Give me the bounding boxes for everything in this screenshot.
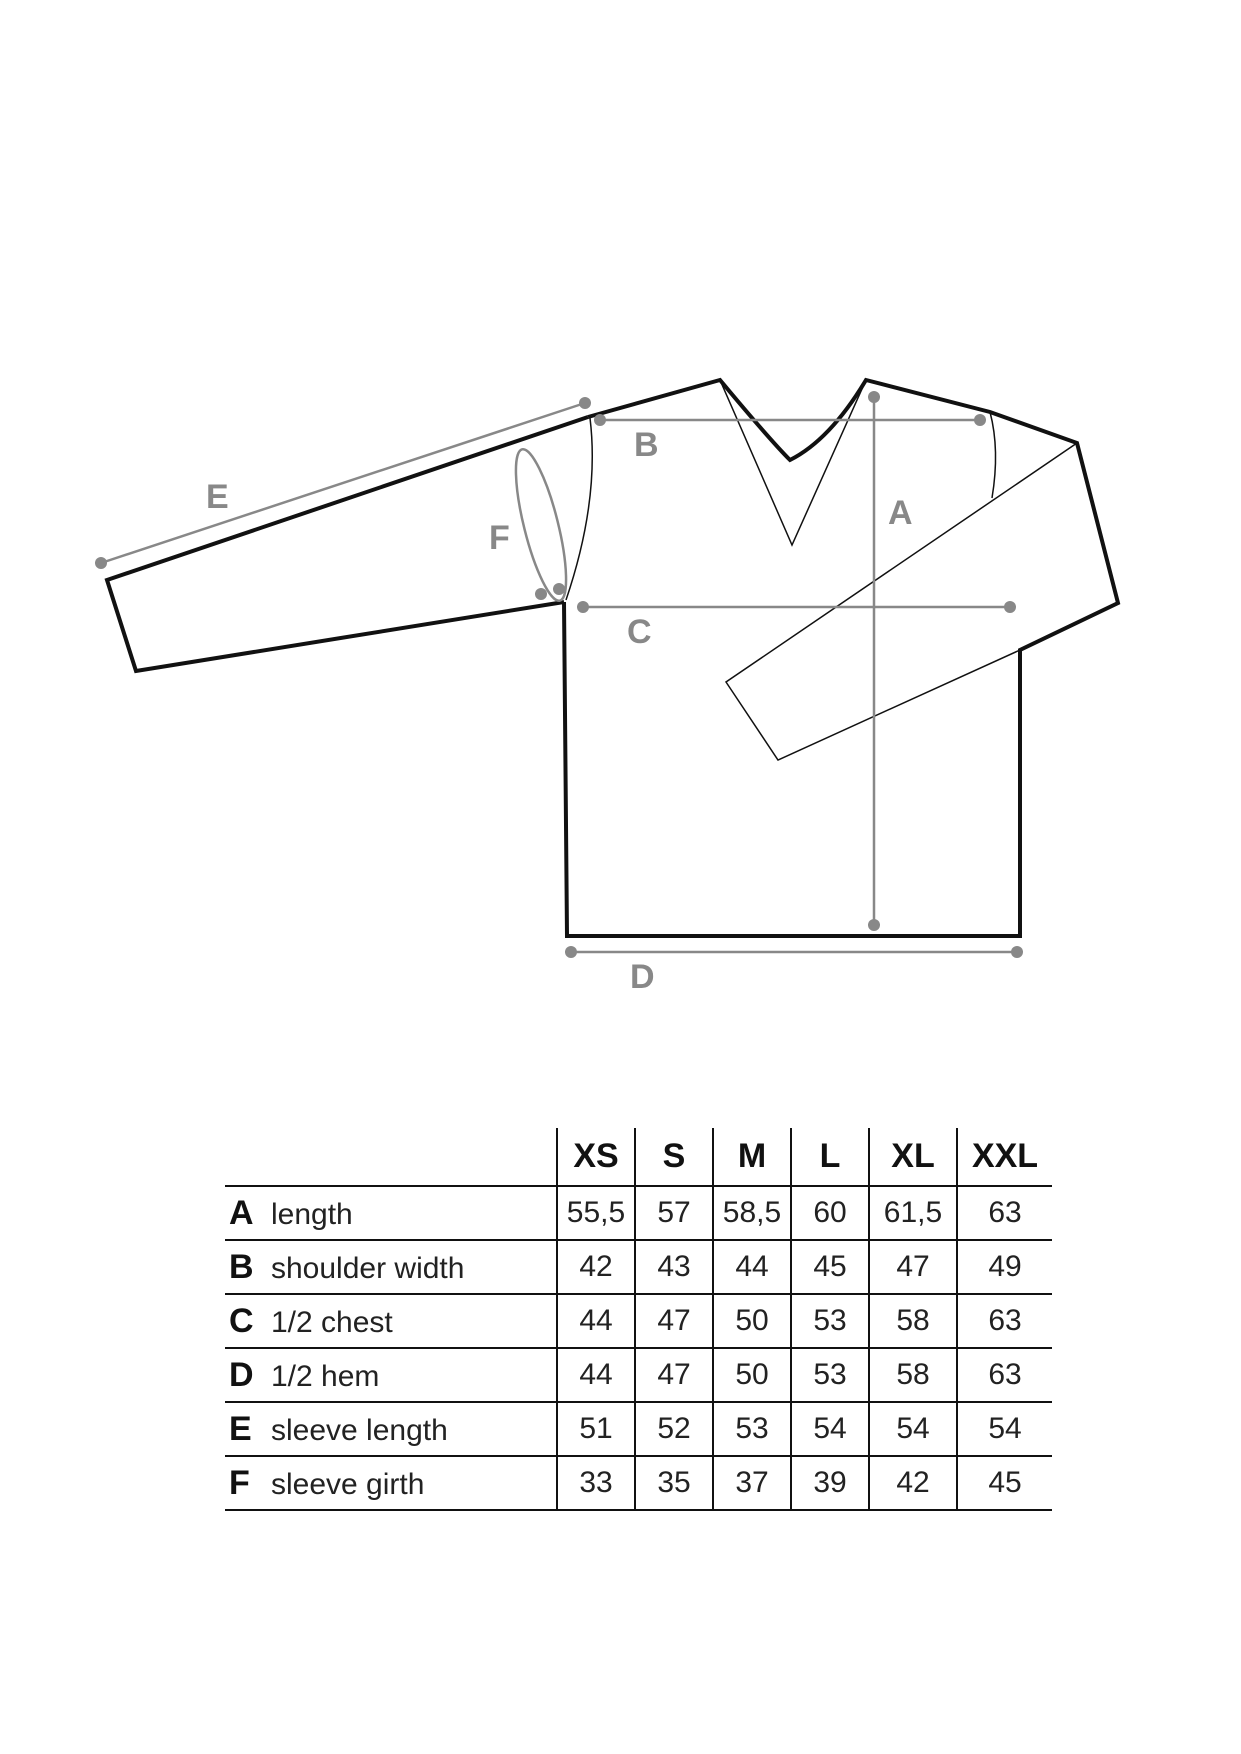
measurement-name: shoulder width [271, 1251, 465, 1285]
measure-b [594, 414, 986, 426]
measurement-name: sleeve length [271, 1413, 448, 1447]
value-cell: 42 [556, 1239, 635, 1294]
header-blank [225, 1128, 557, 1186]
value-cell: 51 [556, 1401, 635, 1456]
right-sleeve-front [724, 442, 1078, 761]
measurement-letter: F [229, 1463, 250, 1502]
measurement-name: 1/2 hem [271, 1359, 380, 1393]
value-cell: 63 [956, 1185, 1052, 1240]
measurement-name: sleeve girth [271, 1467, 425, 1501]
value-cell: 33 [556, 1455, 635, 1511]
value-cell: 42 [868, 1455, 957, 1511]
value-cell: 53 [712, 1401, 791, 1456]
value-cell: 50 [712, 1293, 791, 1348]
value-cell: 54 [790, 1401, 869, 1456]
measurement-letter: E [229, 1409, 252, 1448]
measure-c [577, 601, 1016, 613]
value-cell: 55,5 [556, 1185, 635, 1240]
value-cell: 39 [790, 1455, 869, 1511]
measurement-letter: A [229, 1193, 254, 1232]
header-size: M [712, 1128, 791, 1186]
value-cell: 49 [956, 1239, 1052, 1294]
header-size: XS [556, 1128, 635, 1186]
value-cell: 50 [712, 1347, 791, 1402]
value-cell: 58 [868, 1293, 957, 1348]
measurement-letter: B [229, 1247, 254, 1286]
value-cell: 53 [790, 1347, 869, 1402]
label-e: E [206, 478, 229, 516]
value-cell: 61,5 [868, 1185, 957, 1240]
table-row: C 1/2 chest 44 47 50 53 58 63 [225, 1293, 1052, 1348]
measure-d [565, 946, 1023, 958]
label-b: B [634, 426, 659, 464]
value-cell: 54 [956, 1401, 1052, 1456]
value-cell: 47 [868, 1239, 957, 1294]
value-cell: 44 [556, 1347, 635, 1402]
value-cell: 35 [634, 1455, 713, 1511]
left-armhole-seam [565, 417, 594, 601]
value-cell: 58,5 [712, 1185, 791, 1240]
measurement-cell: C 1/2 chest [225, 1293, 557, 1348]
measurement-guides [95, 391, 1023, 958]
measure-e [95, 397, 591, 569]
value-cell: 44 [712, 1239, 791, 1294]
measure-a [868, 391, 880, 931]
value-cell: 43 [634, 1239, 713, 1294]
table-row: D 1/2 hem 44 47 50 53 58 63 [225, 1347, 1052, 1402]
value-cell: 37 [712, 1455, 791, 1511]
measurement-letter: C [229, 1301, 254, 1340]
value-cell: 52 [634, 1401, 713, 1456]
label-a: A [888, 494, 913, 532]
measurement-name: 1/2 chest [271, 1305, 393, 1339]
header-size: L [790, 1128, 869, 1186]
value-cell: 63 [956, 1347, 1052, 1402]
sweater-outline [104, 377, 1121, 938]
v-neck-front [719, 379, 867, 547]
value-cell: 53 [790, 1293, 869, 1348]
measure-f [514, 447, 568, 603]
value-cell: 58 [868, 1347, 957, 1402]
value-cell: 63 [956, 1293, 1052, 1348]
left-sleeve-outline [104, 415, 589, 674]
table-header-row: XS S M L XL XXL [225, 1128, 1052, 1186]
value-cell: 45 [956, 1455, 1052, 1511]
measurement-letter: D [229, 1355, 254, 1394]
body-outline [562, 377, 1121, 938]
label-d: D [630, 958, 655, 996]
header-size: XXL [956, 1128, 1052, 1186]
value-cell: 47 [634, 1293, 713, 1348]
value-cell: 60 [790, 1185, 869, 1240]
right-armhole-seam [989, 411, 997, 499]
header-size: XL [868, 1128, 957, 1186]
measurement-cell: D 1/2 hem [225, 1347, 557, 1402]
label-f: F [489, 519, 510, 557]
value-cell: 45 [790, 1239, 869, 1294]
value-cell: 44 [556, 1293, 635, 1348]
label-c: C [627, 613, 652, 651]
measurement-name: length [271, 1197, 353, 1231]
value-cell: 57 [634, 1185, 713, 1240]
value-cell: 47 [634, 1347, 713, 1402]
value-cell: 54 [868, 1401, 957, 1456]
header-size: S [634, 1128, 713, 1186]
